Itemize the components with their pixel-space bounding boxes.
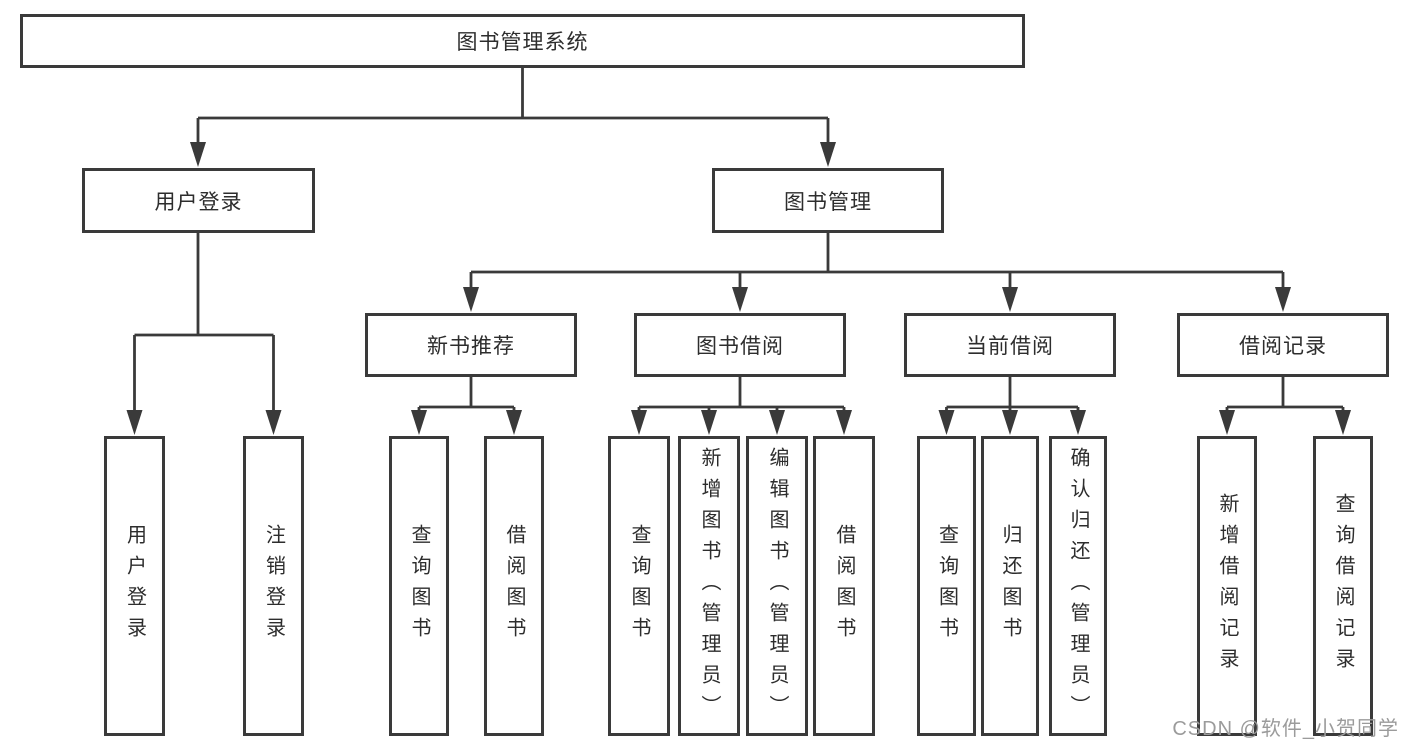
node-root-label: 图书管理系统 (456, 31, 589, 54)
node-current-borrow: 当前借阅 (904, 313, 1116, 377)
leaf-borrow-query: 查询图书 (608, 436, 670, 736)
leaf-newbooks-query: 查询图书 (389, 436, 449, 736)
leaf-borrow-add-book: 新增图书（管理员） (678, 436, 740, 736)
node-book-borrow-label: 图书借阅 (696, 335, 784, 358)
leaf-records-query-label: 查询借阅记录 (1332, 493, 1354, 679)
leaf-borrow-query-label: 查询图书 (628, 524, 650, 648)
leaf-current-confirm-return-label: 确认归还（管理员） (1067, 446, 1089, 726)
node-user-login: 用户登录 (82, 168, 315, 233)
leaf-borrow-book-label: 借阅图书 (833, 524, 855, 648)
csdn-watermark: CSDN @软件_小贺同学 (1172, 718, 1399, 740)
leaf-logout-label: 注销登录 (262, 524, 285, 648)
node-book-management-label: 图书管理 (784, 190, 872, 214)
leaf-borrow-edit-book: 编辑图书（管理员） (746, 436, 808, 736)
leaf-newbooks-borrow: 借阅图书 (484, 436, 544, 736)
node-borrow-records: 借阅记录 (1177, 313, 1389, 377)
leaf-newbooks-query-label: 查询图书 (408, 524, 430, 648)
node-book-borrow: 图书借阅 (634, 313, 846, 377)
leaf-newbooks-borrow-label: 借阅图书 (503, 524, 525, 648)
node-new-book-recommend-label: 新书推荐 (427, 335, 515, 358)
arrowheads (126, 142, 1351, 435)
leaf-user-login-label: 用户登录 (123, 524, 146, 648)
node-book-management: 图书管理 (712, 168, 944, 233)
node-root: 图书管理系统 (20, 14, 1025, 68)
node-new-book-recommend: 新书推荐 (365, 313, 577, 377)
node-current-borrow-label: 当前借阅 (966, 335, 1054, 358)
leaf-borrow-edit-book-label: 编辑图书（管理员） (766, 446, 788, 726)
leaf-user-login: 用户登录 (104, 436, 165, 736)
leaf-borrow-add-book-label: 新增图书（管理员） (698, 446, 720, 726)
leaf-records-query: 查询借阅记录 (1313, 436, 1373, 736)
leaf-records-add-label: 新增借阅记录 (1216, 493, 1238, 679)
leaf-current-query: 查询图书 (917, 436, 976, 736)
node-borrow-records-label: 借阅记录 (1239, 335, 1327, 358)
leaf-current-confirm-return: 确认归还（管理员） (1049, 436, 1107, 736)
leaf-records-add: 新增借阅记录 (1197, 436, 1257, 736)
node-user-login-label: 用户登录 (154, 190, 243, 214)
leaf-borrow-book: 借阅图书 (813, 436, 875, 736)
leaf-current-return: 归还图书 (981, 436, 1039, 736)
leaf-logout: 注销登录 (243, 436, 304, 736)
leaf-current-query-label: 查询图书 (935, 524, 958, 648)
leaf-current-return-label: 归还图书 (999, 524, 1021, 648)
